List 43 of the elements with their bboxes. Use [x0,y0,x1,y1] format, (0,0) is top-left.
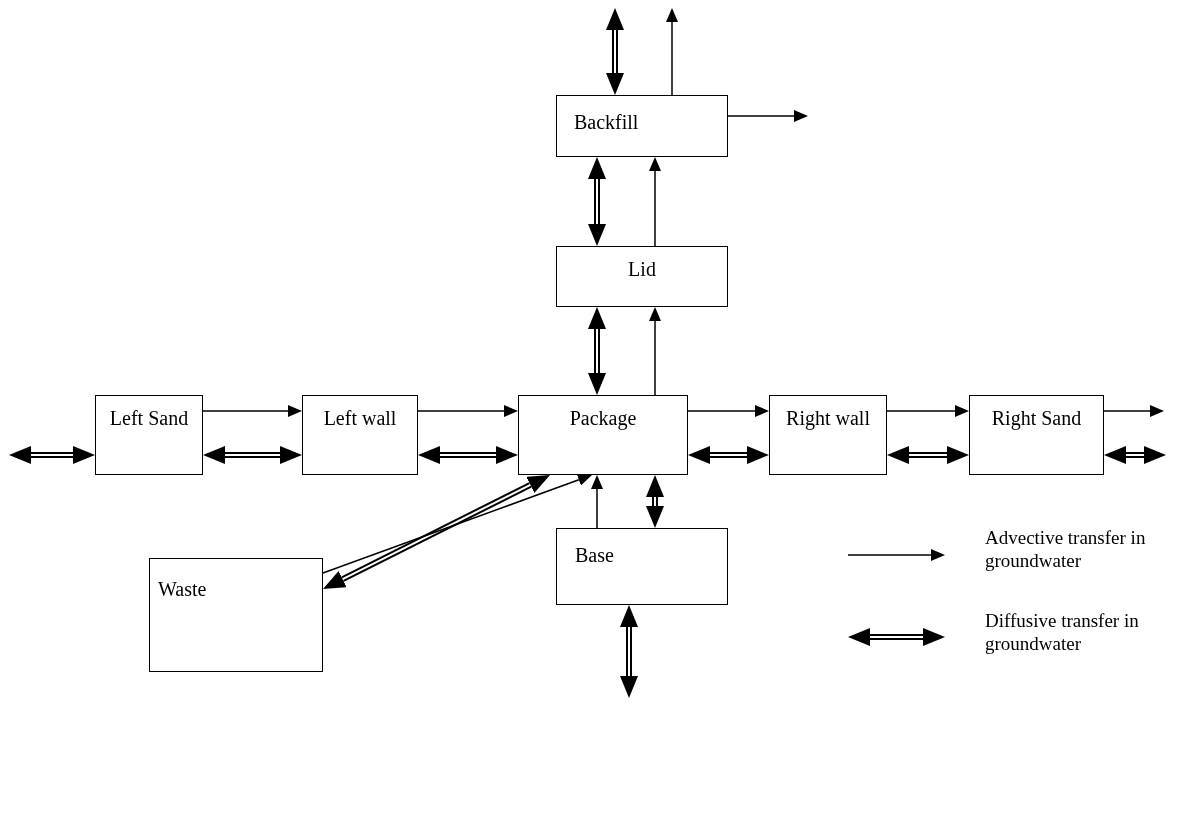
process-box [969,395,1104,475]
arrow [322,474,592,574]
process-box [556,246,728,307]
process-box [302,395,418,475]
arrow [886,405,969,417]
box-label: Base [575,543,614,567]
double-arrow [9,446,95,464]
double-arrow [588,157,606,246]
arrow [727,110,808,122]
box-label: Right Sand [991,406,1082,430]
process-box [95,395,203,475]
double-arrow [606,8,624,95]
arrow [666,8,678,96]
box-label: Package [569,406,637,430]
process-box [149,558,323,672]
double-arrow [203,446,302,464]
box-label: Left Sand [109,406,189,430]
double-arrow [688,446,769,464]
arrow [1103,405,1164,417]
box-label: Backfill [574,110,639,134]
process-box [518,395,688,475]
arrow [687,405,769,417]
box-label: Left wall [323,406,397,430]
double-arrow [323,475,550,589]
box-label: Lid [628,257,656,281]
double-arrow [588,307,606,395]
double-arrow [646,475,664,528]
legend-text: Diffusive transfer in groundwater [985,610,1140,656]
process-box [556,95,728,157]
legend-text: Advective transfer in groundwater [985,527,1147,573]
double-arrow [620,605,638,698]
double-arrow [887,446,969,464]
arrow [649,307,661,396]
double-arrow [1104,446,1166,464]
arrow [591,475,603,529]
box-label: Waste [158,577,207,601]
arrow [417,405,518,417]
arrow [649,157,661,247]
double-arrow [418,446,518,464]
process-box [769,395,887,475]
process-box [556,528,728,605]
box-label: Right wall [786,406,870,430]
arrow [202,405,302,417]
